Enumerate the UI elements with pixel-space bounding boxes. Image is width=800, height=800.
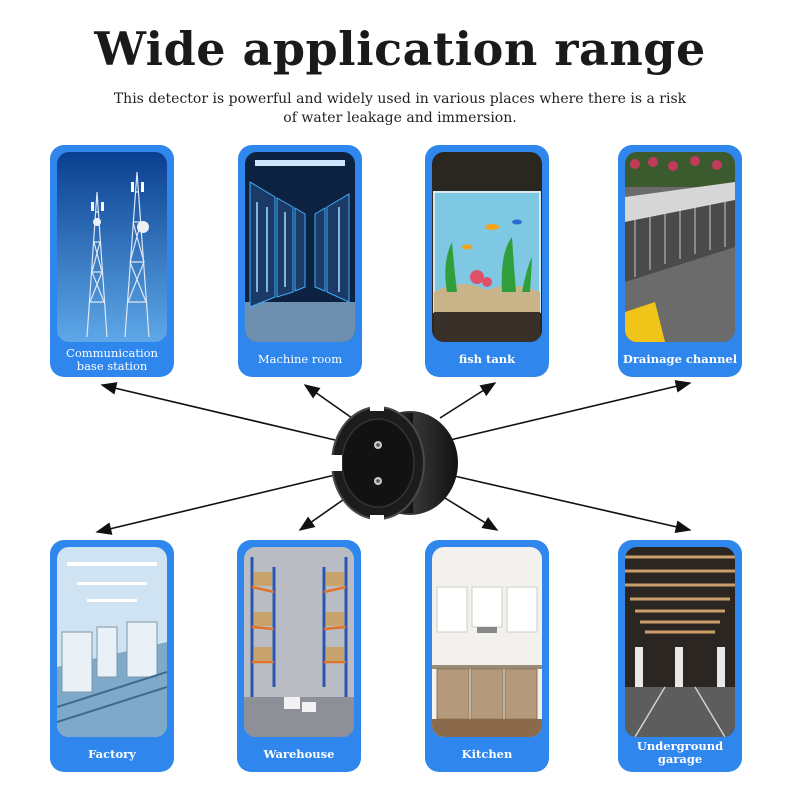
fish-tank-photo xyxy=(432,152,542,342)
factory-photo xyxy=(57,547,167,737)
card-label: Kitchen xyxy=(461,747,513,761)
card-label: Machine room xyxy=(257,352,343,366)
subtitle: This detector is powerful and widely use… xyxy=(90,90,710,128)
card-label: Communication base station xyxy=(66,346,158,373)
subtitle-line-1: This detector is powerful and widely use… xyxy=(113,91,687,107)
subtitle-line-2: of water leakage and immersion. xyxy=(283,110,517,126)
arrow-drainage xyxy=(449,380,692,441)
communication-tower-photo xyxy=(57,152,167,342)
card-underground-garage: Underground garage xyxy=(618,540,742,772)
drainage-channel-photo xyxy=(625,152,735,342)
water-leak-detector-device xyxy=(330,401,458,525)
card-machine-room: Machine room xyxy=(238,145,362,377)
arrow-communication xyxy=(100,382,336,441)
arrow-warehouse xyxy=(298,494,351,531)
card-label: Drainage channel xyxy=(622,352,738,366)
arrow-garage xyxy=(449,474,692,534)
card-factory: Factory xyxy=(50,540,174,772)
card-warehouse: Warehouse xyxy=(237,540,361,772)
arrow-fish-tank xyxy=(439,382,497,419)
card-communication-base-station: Communication base station xyxy=(50,145,174,377)
page-title: Wide application range xyxy=(94,22,706,76)
card-label: Factory xyxy=(88,747,136,761)
card-drainage-channel: Drainage channel xyxy=(618,145,742,377)
card-label: Underground garage xyxy=(636,739,724,766)
kitchen-photo xyxy=(432,547,542,737)
arrow-machine-room xyxy=(303,384,353,419)
card-kitchen: Kitchen xyxy=(425,540,549,772)
card-fish-tank: fish tank xyxy=(425,145,549,377)
underground-garage-photo xyxy=(625,547,735,737)
warehouse-photo xyxy=(244,547,354,737)
arrow-factory xyxy=(95,474,336,535)
card-label: fish tank xyxy=(458,352,516,366)
machine-room-photo xyxy=(245,152,355,342)
arrow-kitchen xyxy=(439,494,499,531)
card-label: Warehouse xyxy=(263,747,335,761)
